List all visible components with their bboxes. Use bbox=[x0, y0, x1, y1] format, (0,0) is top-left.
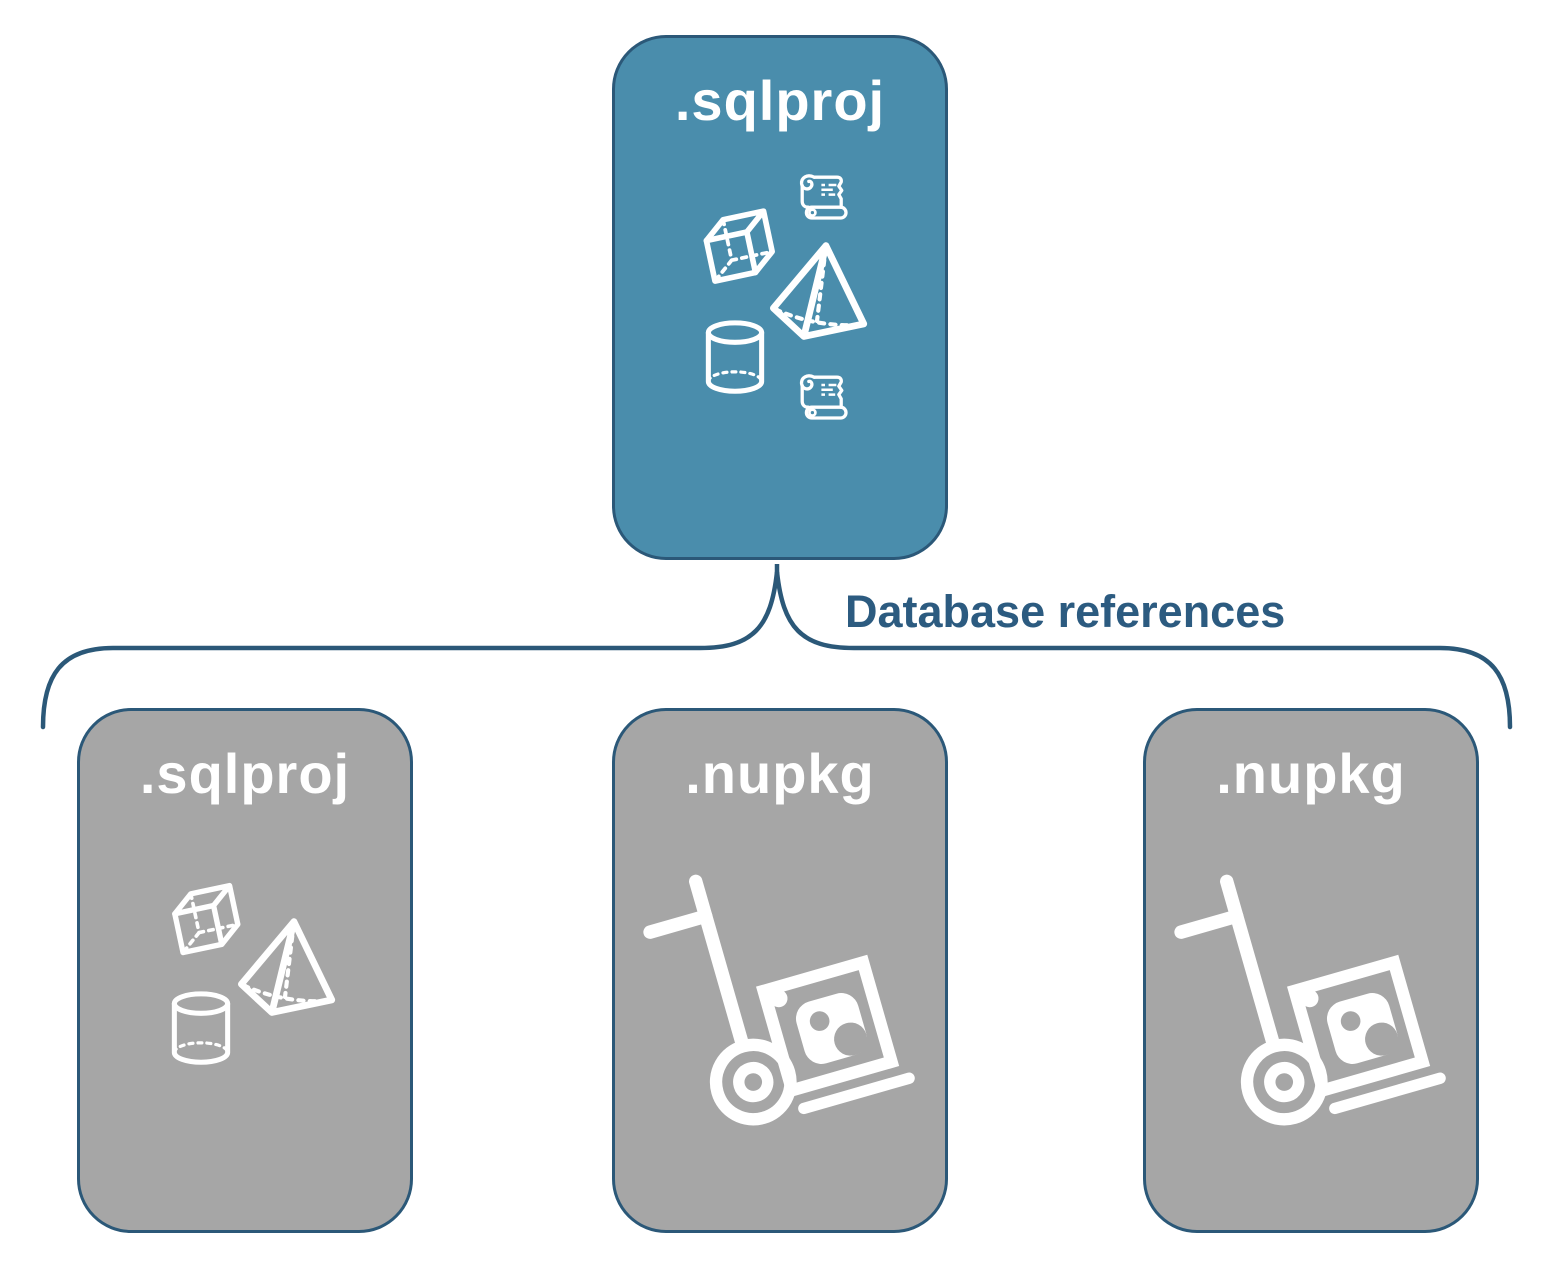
database-cylinder-icon bbox=[699, 318, 771, 399]
child-card-label: .nupkg bbox=[685, 742, 875, 805]
child-card-nupkg-1: .nupkg bbox=[612, 708, 948, 1233]
nuget-hand-truck-icon bbox=[1162, 863, 1452, 1173]
database-cylinder-icon bbox=[165, 989, 237, 1070]
script-scroll-icon bbox=[795, 170, 855, 230]
child-card-nupkg-2: .nupkg bbox=[1143, 708, 1479, 1233]
script-scroll-icon bbox=[795, 370, 855, 430]
nuget-hand-truck-icon bbox=[631, 863, 921, 1173]
pyramid-icon bbox=[235, 916, 339, 1020]
root-card-sqlproj: .sqlproj bbox=[612, 35, 948, 560]
root-card-label: .sqlproj bbox=[674, 69, 886, 132]
child-card-sqlproj: .sqlproj bbox=[77, 708, 413, 1233]
child-card-label: .nupkg bbox=[1216, 742, 1406, 805]
child-card-label: .sqlproj bbox=[139, 742, 351, 805]
pyramid-icon bbox=[767, 240, 871, 344]
edge-label-database-references: Database references bbox=[845, 586, 1286, 637]
